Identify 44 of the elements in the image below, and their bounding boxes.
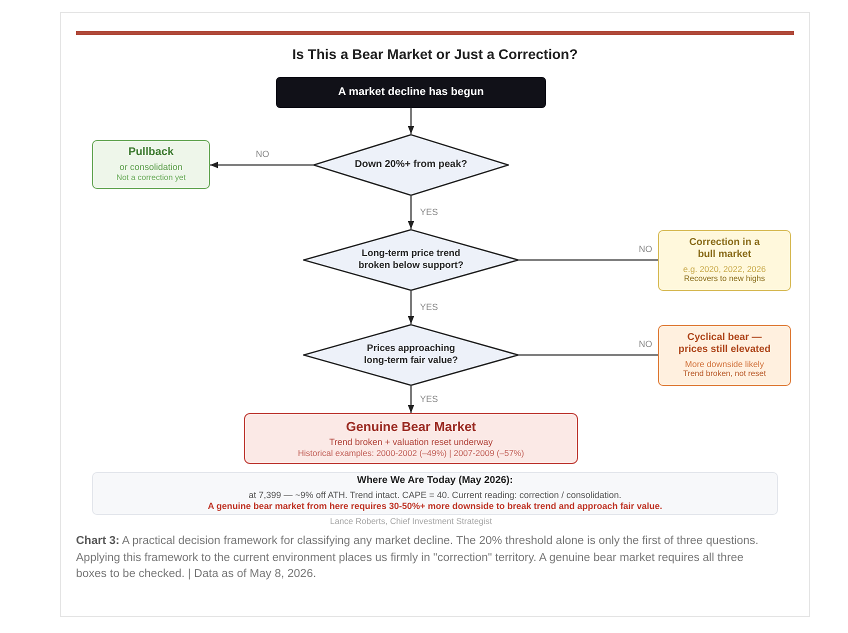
credit-text: Lance Roberts, Chief Investment Strategist (328, 516, 494, 526)
chart-caption: Chart 3: A practical decision framework for classifying any market decline. The 20% threshold alone is only the first of three questions. Applying this framework to the current environment places us firmly in "correction" territory. A genuine bear market requires all three boxes to be checked. | Data as of May 8, 2026. (76, 534, 760, 582)
edge-label: NO (254, 149, 272, 160)
edge-label: NO (636, 244, 654, 255)
chart-title: Is This a Bear Market or Just a Correction? (291, 46, 579, 62)
arrow (408, 108, 414, 134)
start-label: A market decline has begun (338, 86, 484, 100)
outcome-box (658, 230, 791, 291)
outcome-box (658, 325, 791, 386)
decision-diamond (313, 134, 509, 196)
start-box (276, 77, 546, 108)
outcome-note: Recovers to new highs (684, 274, 765, 284)
arrow (408, 291, 414, 324)
outcome-title: Genuine Bear Market (346, 418, 476, 435)
outcome-text: e.g. 2020, 2022, 2026 (683, 264, 766, 274)
edge-label: YES (418, 206, 440, 218)
status-panel (92, 472, 778, 515)
panel-title: Where We Are Today (May 2026): (357, 475, 513, 488)
connector-line (519, 354, 658, 356)
outcome-text: Trend broken + valuation reset underway (329, 436, 493, 448)
decision-diamond (303, 324, 519, 386)
outcome-note: Historical examples: 2000-2002 (–49%) | 2007-2009 (–57%) (298, 448, 524, 458)
outcome-box (92, 140, 210, 189)
outcome-note: Trend broken, not reset (683, 368, 766, 379)
outcome-text: More downside likely (685, 358, 764, 369)
outcome-box (244, 413, 578, 464)
decision-diamond (303, 229, 519, 291)
outcome-title: Correction in a bull market (688, 237, 761, 262)
outcome-note: Not a correction yet (116, 172, 186, 183)
connector-line (519, 259, 658, 261)
outcome-title: Pullback (128, 146, 174, 160)
question-text: Prices approaching long-term fair value? (363, 343, 459, 367)
arrow (210, 162, 313, 168)
arrow (408, 196, 414, 229)
question-text: Down 20%+ from peak? (354, 158, 468, 172)
outcome-title: Cyclical bear — prices still elevated (677, 332, 772, 357)
panel-text: at 7,399 — ~9% off ATH. Trend intact. CAPE = 40. Current reading: correction / consolidation. (248, 490, 622, 501)
panel-warning: A genuine bear market from here requires 30-50%+ more downside to break trend and approach fair value. (208, 500, 662, 512)
outcome-text: or consolidation (119, 162, 183, 173)
arrow (408, 386, 414, 413)
edge-label: YES (418, 394, 440, 404)
edge-label: YES (418, 302, 440, 312)
question-text: Long-term price trend broken below support? (357, 248, 465, 272)
edge-label: NO (636, 339, 654, 350)
